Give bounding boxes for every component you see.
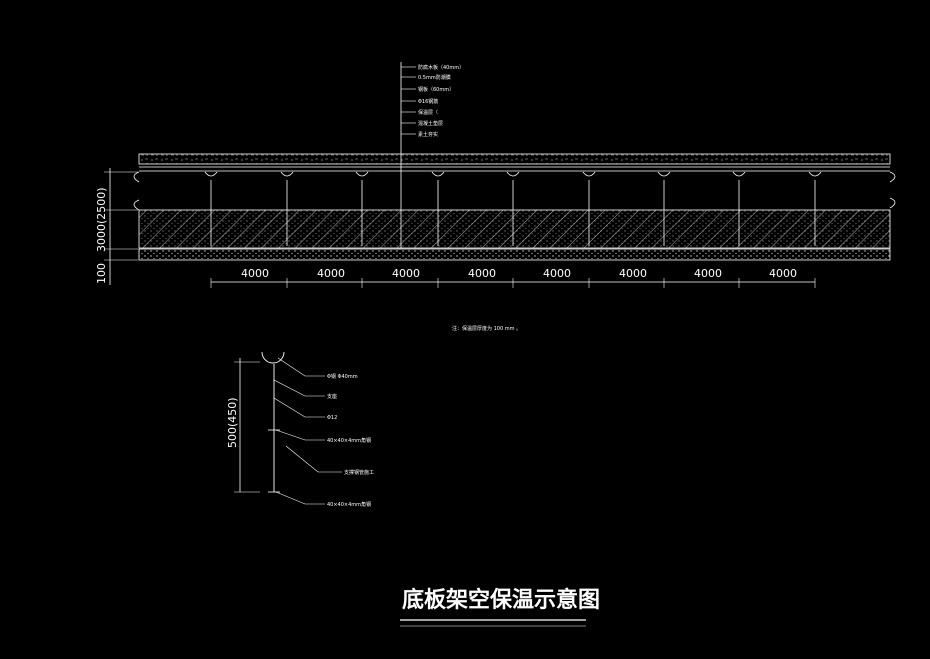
span-dim-label: 4000 <box>694 267 722 280</box>
leader-line <box>277 357 325 377</box>
support-posts <box>204 171 822 246</box>
gravel-bed <box>138 248 891 261</box>
support-post <box>204 171 218 246</box>
drawing-title: 底板架空保温示意图 <box>402 587 600 613</box>
section-view: 防腐木板（40mm） 0.5mm防潮膜 钢板（60mm） Φ16钢筋 保温层（ … <box>95 62 896 332</box>
support-post <box>431 171 445 246</box>
span-dim-label: 4000 <box>241 267 269 280</box>
section-note: 注：保温层厚度为 100 mm 。 <box>452 325 521 332</box>
detail-view: 500(450) Φ钢 Φ40mm 支座 Φ12 40×40×4mm角钢 支撑钢… <box>226 351 374 508</box>
support-post <box>280 171 294 246</box>
break-mark-right <box>889 171 896 209</box>
leader-line <box>273 397 325 418</box>
support-post <box>732 171 746 246</box>
break-mark-left <box>133 171 140 211</box>
detail-callout-label: 支座 <box>327 393 337 400</box>
layer-callout-label: 混凝土垫层 <box>418 120 443 127</box>
layer-callout-label: Φ16钢筋 <box>418 98 438 105</box>
layer-callout-label: 钢板（60mm） <box>418 86 454 93</box>
layer-callouts: 防腐木板（40mm） 0.5mm防潮膜 钢板（60mm） Φ16钢筋 保温层（ … <box>401 64 464 138</box>
concrete-slab-speckle <box>139 210 890 248</box>
support-post <box>355 171 369 246</box>
support-post <box>657 171 671 246</box>
detail-callout-label: 40×40×4mm角钢 <box>327 501 371 508</box>
height-dim-label: 3000(2500) <box>95 187 108 252</box>
detail-callout-label: 支撑钢管施工 <box>344 469 374 476</box>
span-dim-label: 4000 <box>392 267 420 280</box>
support-post <box>506 171 520 246</box>
support-post <box>582 171 596 246</box>
leader-line <box>273 379 325 397</box>
span-dim-label: 4000 <box>468 267 496 280</box>
support-post <box>808 171 822 246</box>
layer-callout-label: 防腐木板（40mm） <box>418 64 464 71</box>
span-dim-label: 4000 <box>619 267 647 280</box>
layer-callout-label: 0.5mm防潮膜 <box>418 74 451 81</box>
span-dim-label: 4000 <box>317 267 345 280</box>
span-dim-label: 4000 <box>543 267 571 280</box>
detail-callout-label: Φ钢 Φ40mm <box>327 373 358 380</box>
detail-callout-label: Φ12 <box>327 415 337 421</box>
height-dimension: 3000(2500) 100 <box>95 168 138 285</box>
leader-line <box>275 491 325 505</box>
pipe-cup <box>261 351 285 364</box>
span-dimensions: 4000 4000 4000 4000 4000 4000 4000 4000 <box>210 267 816 288</box>
leader-line <box>275 429 325 441</box>
span-dim-label: 4000 <box>769 267 797 280</box>
layer-callout-label: 保温层（ <box>418 109 438 116</box>
leader-line <box>285 445 342 473</box>
detail-callout-label: 40×40×4mm角钢 <box>327 437 371 444</box>
detail-leaders <box>273 357 342 505</box>
height-dim-label: 100 <box>95 263 108 284</box>
layer-callout-label: 素土夯实 <box>418 131 438 138</box>
title-block: 底板架空保温示意图 <box>400 587 600 627</box>
deck-layer <box>138 153 891 165</box>
detail-height-label: 500(450) <box>226 397 239 448</box>
